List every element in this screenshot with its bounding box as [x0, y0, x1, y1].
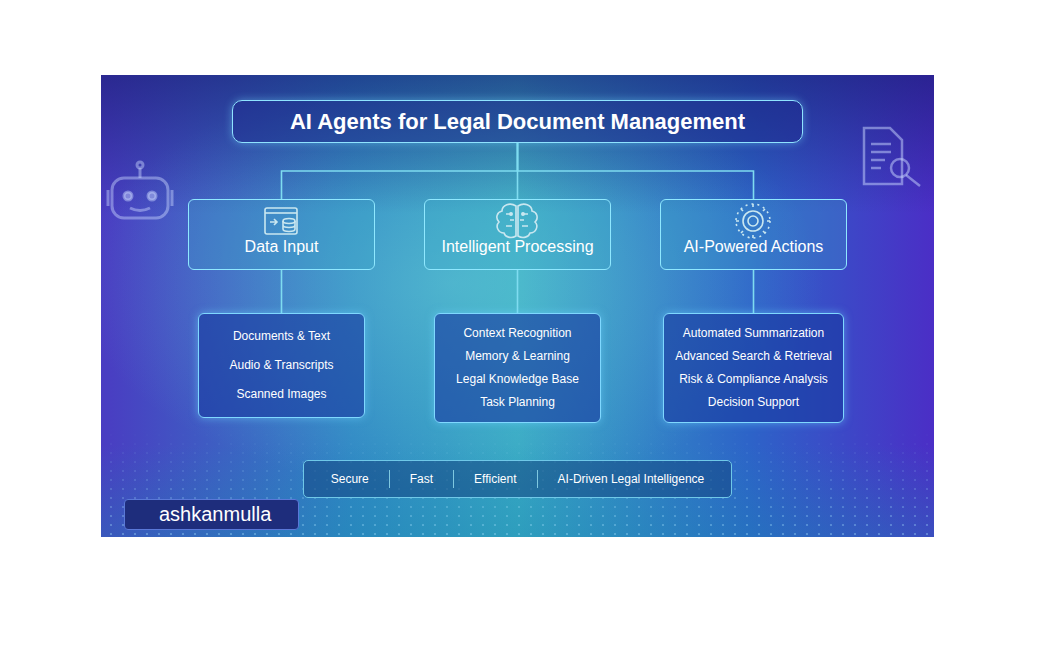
connector-line — [517, 270, 519, 313]
label-text: Legal Knowledge Base — [456, 372, 579, 387]
label-text: Documents & Text — [233, 329, 330, 344]
label-text: Scanned Images — [236, 387, 326, 402]
connector-line — [753, 270, 755, 313]
connector-line — [518, 143, 754, 199]
category-box: AI-Powered Actions — [660, 199, 847, 270]
connector-line — [281, 270, 283, 313]
label-text: ashkanmulla — [159, 503, 271, 526]
label-text: Risk & Compliance Analysis — [679, 372, 828, 387]
feature-band: SecureFastEfficientAI-Driven Legal Intel… — [303, 460, 733, 498]
label-text: Secure — [311, 470, 389, 488]
label-text: AI-Powered Actions — [684, 238, 824, 256]
connector-line — [282, 143, 518, 199]
title-text: AI Agents for Legal Document Management — [290, 109, 745, 135]
document-icon — [864, 128, 920, 186]
label-text: Task Planning — [480, 395, 555, 410]
label-text: Efficient — [453, 470, 536, 488]
title-box: AI Agents for Legal Document Management — [232, 100, 803, 143]
category-box: Intelligent Processing — [424, 199, 611, 270]
label-text: Context Recognition — [463, 326, 571, 341]
feature-list-box: Context RecognitionMemory & LearningLega… — [434, 313, 601, 423]
label-text: Decision Support — [708, 395, 799, 410]
label-text: Audio & Transcripts — [229, 358, 333, 373]
label-text: Fast — [389, 470, 453, 488]
label-text: Advanced Search & Retrieval — [675, 349, 832, 364]
label-text: Intelligent Processing — [441, 238, 593, 256]
category-box: Data Input — [188, 199, 375, 270]
feature-list-box: Documents & TextAudio & TranscriptsScann… — [198, 313, 365, 418]
label-text: Data Input — [245, 238, 319, 256]
feature-list-box: Automated SummarizationAdvanced Search &… — [663, 313, 844, 423]
robot-icon — [108, 162, 172, 218]
label-text: Automated Summarization — [683, 326, 824, 341]
label-text: AI-Driven Legal Intelligence — [537, 470, 725, 488]
github-badge: ashkanmulla — [124, 499, 299, 530]
label-text: Memory & Learning — [465, 349, 570, 364]
